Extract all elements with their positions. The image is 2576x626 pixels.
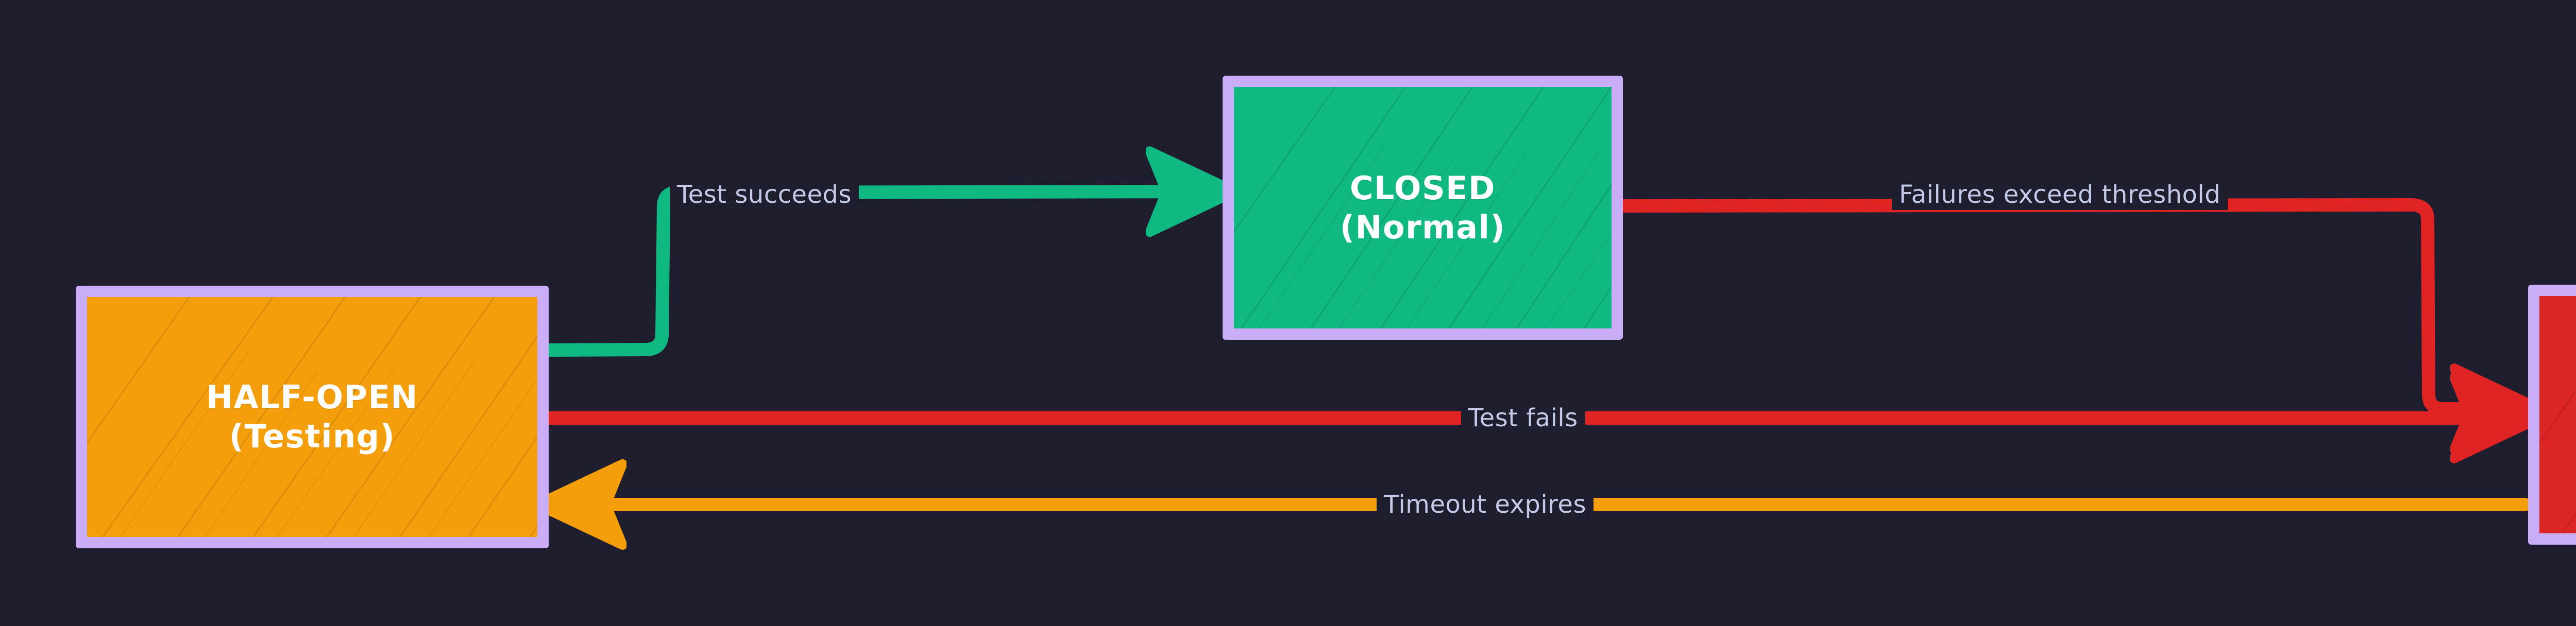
edge-label-failures-exceed-threshold: Failures exceed threshold [1892, 179, 2228, 210]
state-node-closed[interactable]: CLOSED (Normal) [1223, 76, 1623, 340]
state-node-open[interactable]: OPEN (Failing Fast) [2528, 285, 2576, 545]
state-node-half-open[interactable]: HALF-OPEN (Testing) [76, 286, 549, 548]
edge-label-timeout-expires: Timeout expires [1377, 489, 1594, 520]
node-title-half-open: HALF-OPEN [206, 378, 418, 416]
node-title-closed: CLOSED [1350, 169, 1496, 207]
edge-label-test-succeeds: Test succeeds [670, 179, 859, 210]
hatch-texture [2539, 389, 2576, 533]
edge-label-test-fails: Test fails [1461, 403, 1585, 433]
node-subtitle-closed: (Normal) [1340, 208, 1506, 246]
edge-failures-exceed-threshold [1617, 198, 2524, 409]
edge-test-succeeds [543, 192, 1220, 357]
node-subtitle-half-open: (Testing) [229, 418, 396, 455]
